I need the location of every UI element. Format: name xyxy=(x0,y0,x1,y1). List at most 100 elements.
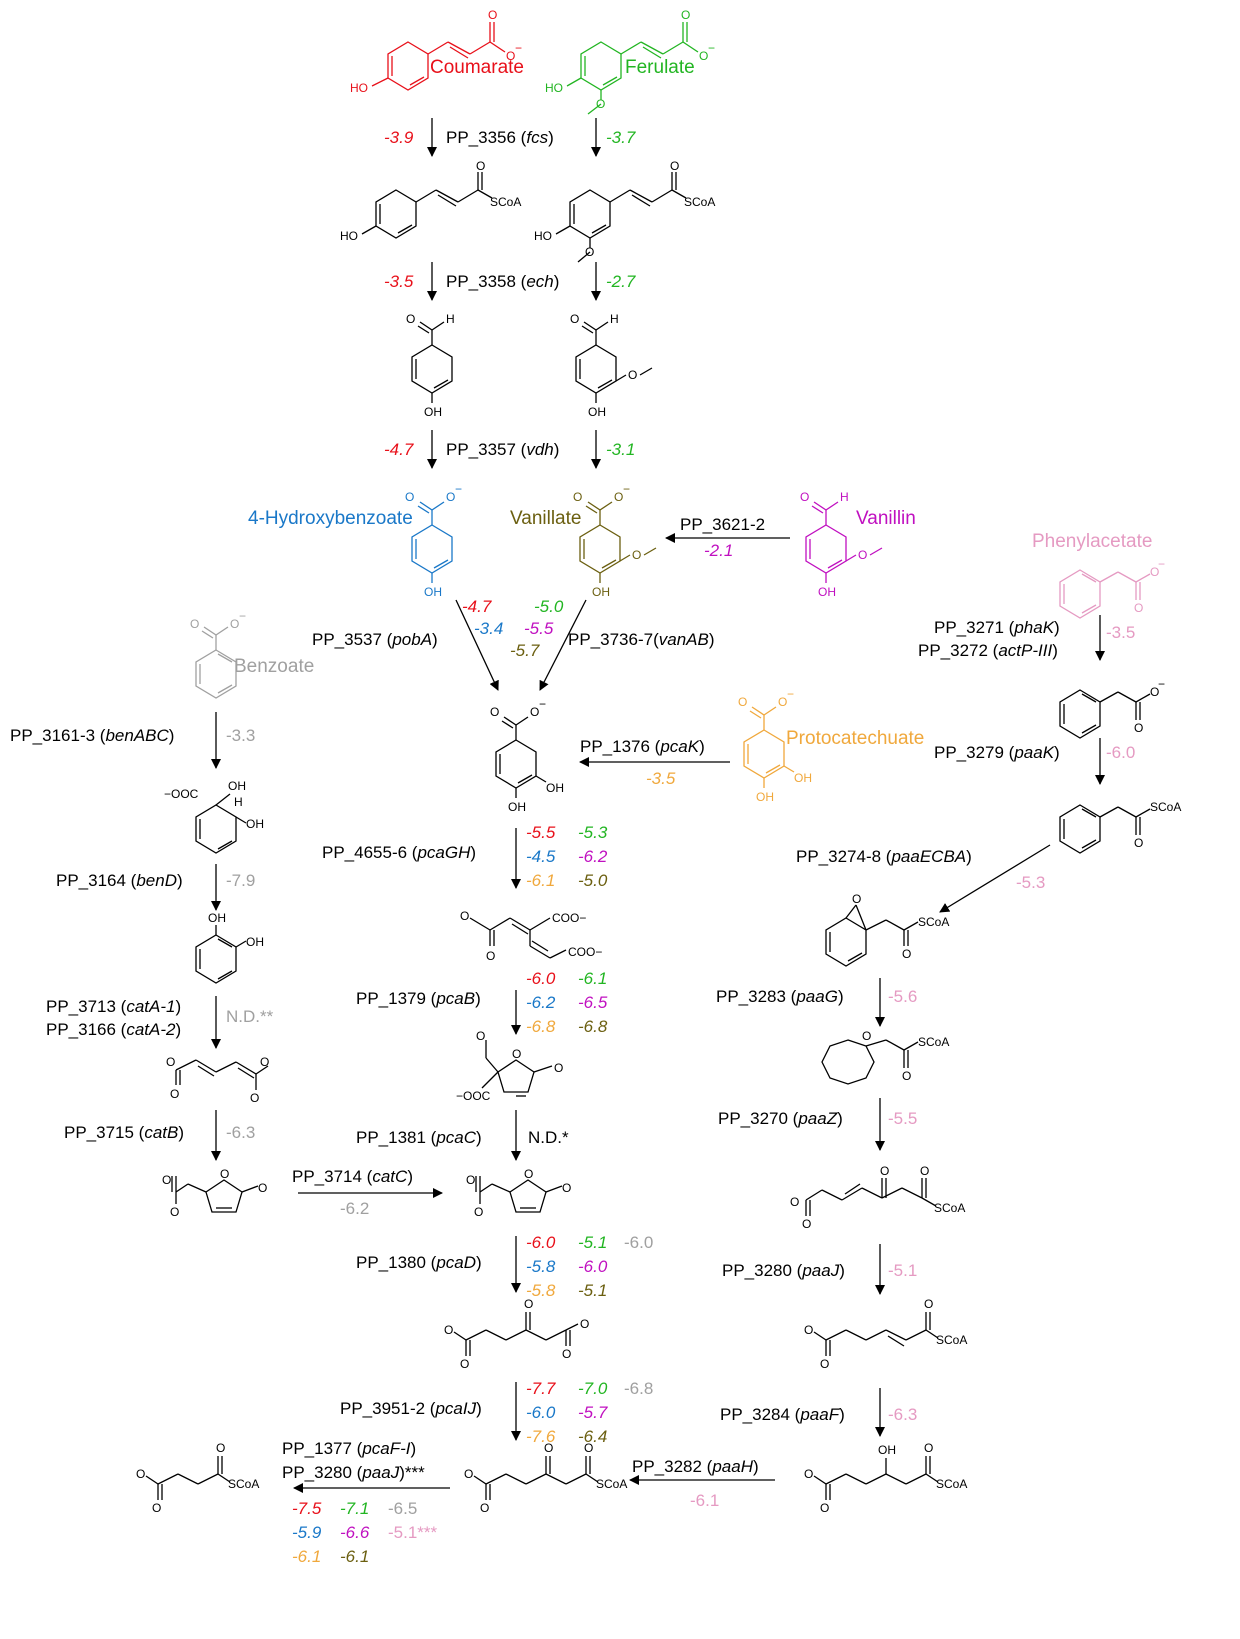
enzyme-paaH: PP_3282 (paaH) xyxy=(632,1457,759,1476)
oxoadipyl-coa-o2: O xyxy=(480,1501,489,1515)
arrow-pobA xyxy=(455,599,499,691)
enzyme-pcaGH: PP_4655-6 (pcaGH) xyxy=(322,843,476,862)
enzyme-pp3621: PP_3621-2 xyxy=(680,515,765,534)
fitness-pcaD-coumarate: -6.0 xyxy=(526,1233,556,1252)
fitness-ech-ferulate: -2.7 xyxy=(606,272,636,291)
oxoadipate-o1: O xyxy=(444,1323,453,1337)
fitness-vanAB-ferulate: -5.0 xyxy=(534,597,564,616)
muconate-o4: O xyxy=(250,1091,259,1105)
vanillin-oh: OH xyxy=(818,585,836,599)
fitness-catA: N.D.** xyxy=(226,1007,274,1026)
fitness-pcaD-hydroxybenzoate: -5.8 xyxy=(526,1257,556,1276)
protocatechuate-intermediate-oh1: OH xyxy=(508,800,526,814)
fitness-pcaC: N.D.* xyxy=(528,1128,569,1147)
fitness-pobA-hydroxybenzoate: -3.4 xyxy=(474,619,503,638)
protocatechuate-intermediate-charge: − xyxy=(539,697,546,711)
fitness-pcaD-ferulate: -5.1 xyxy=(578,1233,607,1252)
oxoadipate-o4: O xyxy=(562,1347,571,1361)
benzoate-diol-ooc: −OOC xyxy=(164,787,199,801)
phenylacetyl-coa-structure xyxy=(1059,804,1151,854)
vanillin-structure xyxy=(805,501,883,583)
coumaroyl-coa-scoa: SCoA xyxy=(490,195,521,209)
enol-lactone-ring-o: O xyxy=(524,1167,533,1181)
muconate-structure xyxy=(175,1059,269,1090)
oxoadipyl-coa-scoa: SCoA xyxy=(596,1477,627,1491)
coumaroyl-coa-structure xyxy=(361,172,493,239)
fitness-paaECBA: -5.3 xyxy=(1016,873,1045,892)
phenylacetate-structure xyxy=(1059,569,1151,619)
fitness-pcaD-vanillate: -5.1 xyxy=(578,1281,607,1300)
enzyme-paaJ: PP_3280 (paaJ) xyxy=(722,1261,845,1280)
carboxymuconate-structure xyxy=(469,917,567,959)
feruloyl-coa-o: O xyxy=(670,159,679,173)
fitness-pcaGH-vanillin: -6.2 xyxy=(578,847,608,866)
enzyme-catA1: PP_3713 (catA-1) xyxy=(46,997,181,1016)
hydroxyadipyl-oh: OH xyxy=(878,1443,896,1457)
phenylacetate-label: Phenylacetate xyxy=(1032,531,1152,552)
hydroxybenzaldehyde-oh: OH xyxy=(424,405,442,419)
fitness-pcaD-vanillin: -6.0 xyxy=(578,1257,608,1276)
enzyme-pcaB: PP_1379 (pcaB) xyxy=(356,989,481,1008)
carboxymuconolactone-ring-o: O xyxy=(512,1047,521,1061)
fitness-paaG: -5.6 xyxy=(888,987,917,1006)
enzyme-catC: PP_3714 (catC) xyxy=(292,1167,413,1186)
dehydrosuberyl-o1: O xyxy=(790,1195,799,1209)
muconolactone-ring-o: O xyxy=(220,1167,229,1181)
ferulate-methoxy-o: O xyxy=(596,97,605,111)
hydroxybenzaldehyde-o: O xyxy=(406,312,415,326)
dehydroadipyl-scoa: SCoA xyxy=(936,1333,967,1347)
vanillin-o: O xyxy=(800,490,809,504)
ferulate-o-minus: O xyxy=(699,49,708,63)
enzyme-vanAB: PP_3736-7(vanAB) xyxy=(568,630,715,649)
enzyme-benABC: PP_3161-3 (benABC) xyxy=(10,726,174,745)
catechol-oh1: OH xyxy=(208,911,226,925)
vanillate-o: O xyxy=(573,490,582,504)
vanillate-structure xyxy=(579,501,657,583)
reaction-arrows xyxy=(211,118,1105,1493)
benzoate-o: O xyxy=(190,617,199,631)
oxoadipate-o3: O xyxy=(524,1297,533,1311)
carboxymuconate-o2: O xyxy=(486,949,495,963)
fitness-pcaF-vanillin: -6.6 xyxy=(340,1523,370,1542)
fitness-pcaGH-vanillate: -5.0 xyxy=(578,871,608,890)
hydroxyadipyl-coa-structure xyxy=(813,1456,939,1500)
fitness-pcaF-hydroxybenzoate: -5.9 xyxy=(292,1523,322,1542)
enzyme-paaZ: PP_3270 (paaZ) xyxy=(718,1109,843,1128)
vanillin-intermediate-h: H xyxy=(610,312,619,326)
vanillin-label: Vanillin xyxy=(856,508,916,529)
fitness-pcaB-coumarate: -6.0 xyxy=(526,969,556,988)
coumarate-o: O xyxy=(488,8,497,22)
dehydrosuberyl-o2: O xyxy=(802,1217,811,1231)
fitness-vanAB-vanillin: -5.5 xyxy=(524,619,554,638)
benzoate-diol-oh1: OH xyxy=(228,779,246,793)
oxoadipate-o5: O xyxy=(580,1317,589,1331)
fitness-paaK: -6.0 xyxy=(1106,743,1135,762)
enzyme-paaF: PP_3284 (paaF) xyxy=(720,1405,845,1424)
fitness-pcaGH-protocatechuate: -6.1 xyxy=(526,871,555,890)
vanillin-intermediate-structure xyxy=(575,321,653,403)
enzyme-pcaK: PP_1376 (pcaK) xyxy=(580,737,705,756)
hydroxybenzoate-oh: OH xyxy=(424,585,442,599)
coumaroyl-coa-o: O xyxy=(476,159,485,173)
enol-lactone-o1: O xyxy=(466,1173,475,1187)
fitness-pcaIJ-coumarate: -7.7 xyxy=(526,1379,556,1398)
fitness-pcaF-ferulate: -7.1 xyxy=(340,1499,369,1518)
epoxy-coa-scoa: SCoA xyxy=(918,915,949,929)
fitness-benD: -7.9 xyxy=(226,871,255,890)
fitness-pcaIJ-hydroxybenzoate: -6.0 xyxy=(526,1403,556,1422)
enzyme-vdh: PP_3357 (vdh) xyxy=(446,440,559,459)
epoxy-phenylacetyl-coa-structure xyxy=(825,904,919,967)
vanillate-oh: OH xyxy=(592,585,610,599)
benzoate-diol-h: H xyxy=(234,795,243,809)
fitness-pcaGH-ferulate: -5.3 xyxy=(578,823,608,842)
ferulate-structure xyxy=(566,22,699,115)
fitness-pcaIJ-benzoate: -6.8 xyxy=(624,1379,653,1398)
vanillate-charge: − xyxy=(623,482,630,496)
arrow-paaECBA xyxy=(939,844,1051,913)
enzyme-paaG: PP_3283 (paaG) xyxy=(716,987,844,1006)
enzyme-pcaD: PP_1380 (pcaD) xyxy=(356,1253,482,1272)
carboxymuconolactone-o: O xyxy=(476,1029,485,1043)
phenylacetate-o: O xyxy=(1134,601,1143,615)
feruloyl-coa-structure xyxy=(555,172,687,263)
